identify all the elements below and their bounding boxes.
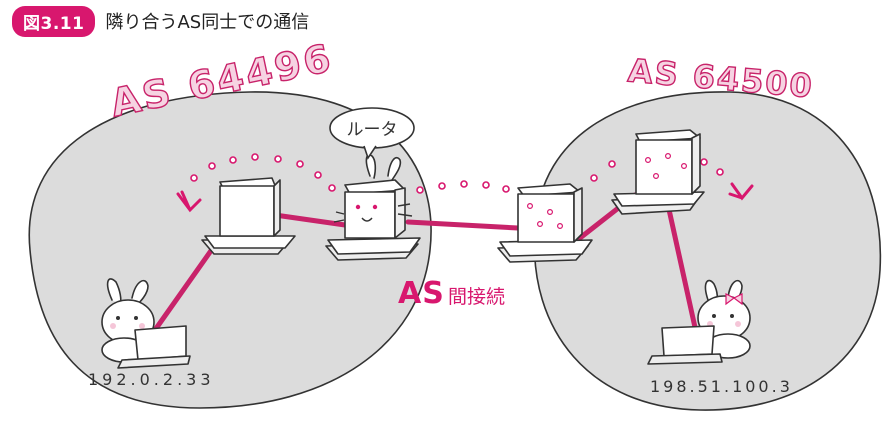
interconnect-suffix: 間接続	[448, 286, 505, 308]
cable-left-laptop-router	[152, 242, 218, 333]
figure-header: 図3.11 隣り合うAS同士での通信	[12, 5, 310, 37]
router-border-bunny	[325, 154, 421, 261]
host-right-ip: 198.51.100.3	[650, 377, 793, 396]
router-bubble-text: ルータ	[347, 120, 398, 140]
laptop-left	[117, 325, 191, 369]
router-right-internal	[611, 129, 705, 215]
router-speech-bubble: ルータ	[329, 107, 415, 160]
as-right-region	[533, 91, 882, 411]
figure-caption: 隣り合うAS同士での通信	[105, 12, 310, 33]
cable-inter-as	[405, 219, 521, 231]
as-interconnect-label: AS 間接続	[398, 276, 505, 311]
interconnect-prefix: AS	[398, 276, 445, 311]
router-left	[201, 177, 296, 255]
laptop-right	[647, 325, 723, 365]
router-right-border	[497, 183, 593, 263]
cable-right-router-laptop	[665, 202, 703, 353]
host-left-ip: 192.0.2.33	[88, 370, 215, 389]
figure-number-badge: 図3.11	[12, 5, 96, 37]
as-right-label: AS 64500	[626, 51, 815, 105]
routing-dots-left	[176, 153, 336, 213]
cable-left-router-border	[272, 212, 348, 228]
routing-dots-middle	[416, 180, 510, 194]
